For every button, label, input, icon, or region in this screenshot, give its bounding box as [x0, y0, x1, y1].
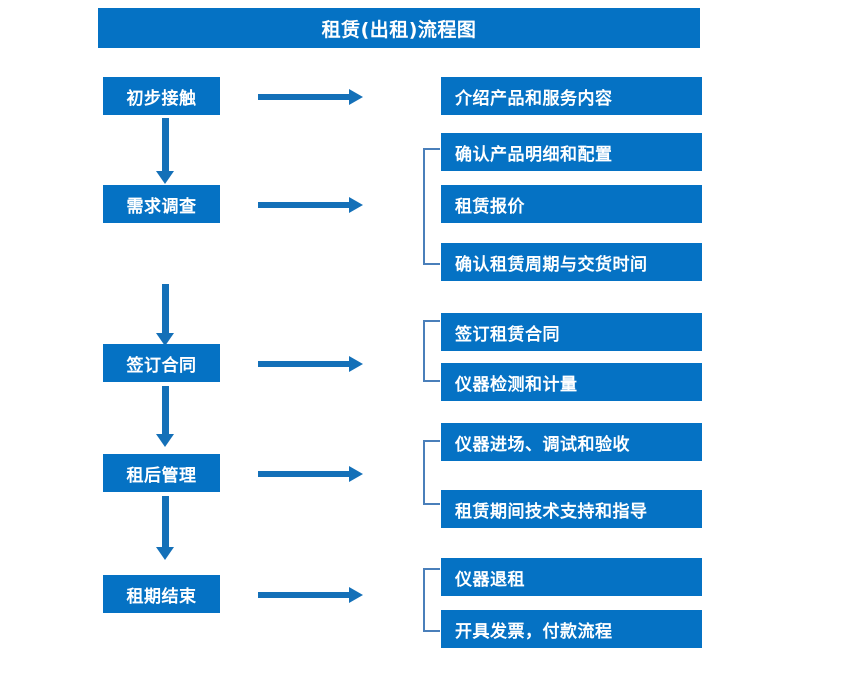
arrow-head	[156, 434, 174, 447]
stage-box-5[interactable]: 租期结束	[103, 575, 220, 613]
arrow-shaft	[258, 471, 350, 477]
arrow-head	[156, 333, 174, 346]
detail-box-2-3[interactable]: 确认租赁周期与交货时间	[441, 243, 702, 281]
detail-box-4-1[interactable]: 仪器进场、调试和验收	[441, 423, 702, 461]
arrow-down-1	[156, 118, 174, 184]
arrow-down-2	[156, 284, 174, 346]
arrow-down-4	[156, 496, 174, 560]
group-bracket-2	[423, 148, 440, 265]
detail-box-1-1[interactable]: 介绍产品和服务内容	[441, 77, 702, 115]
arrow-shaft	[162, 386, 169, 434]
detail-box-2-1[interactable]: 确认产品明细和配置	[441, 133, 702, 171]
detail-box-4-2[interactable]: 租赁期间技术支持和指导	[441, 490, 702, 528]
arrow-down-3	[156, 386, 174, 447]
group-bracket-5	[423, 568, 440, 632]
arrow-head	[349, 466, 363, 482]
arrow-shaft	[258, 94, 350, 100]
stage-box-4[interactable]: 租后管理	[103, 454, 220, 492]
arrow-right-2	[258, 196, 363, 214]
arrow-shaft	[258, 361, 350, 367]
arrow-shaft	[162, 496, 169, 547]
detail-box-3-2[interactable]: 仪器检测和计量	[441, 363, 702, 401]
arrow-head	[349, 587, 363, 603]
arrow-head	[156, 171, 174, 184]
arrow-head	[349, 356, 363, 372]
detail-box-5-2[interactable]: 开具发票，付款流程	[441, 610, 702, 648]
arrow-head	[349, 89, 363, 105]
arrow-shaft	[162, 284, 169, 333]
group-bracket-3	[423, 320, 440, 382]
stage-box-2[interactable]: 需求调查	[103, 185, 220, 223]
detail-box-5-1[interactable]: 仪器退租	[441, 558, 702, 596]
detail-box-3-1[interactable]: 签订租赁合同	[441, 313, 702, 351]
arrow-shaft	[162, 118, 169, 171]
stage-box-3[interactable]: 签订合同	[103, 344, 220, 382]
arrow-head	[156, 547, 174, 560]
arrow-head	[349, 197, 363, 213]
group-bracket-4	[423, 440, 440, 505]
detail-box-2-2[interactable]: 租赁报价	[441, 185, 702, 223]
stage-box-1[interactable]: 初步接触	[103, 77, 220, 115]
arrow-right-3	[258, 355, 363, 373]
arrow-shaft	[258, 592, 350, 598]
page-title: 租赁(出租)流程图	[98, 8, 700, 48]
arrow-right-4	[258, 465, 363, 483]
arrow-right-1	[258, 88, 363, 106]
arrow-shaft	[258, 202, 350, 208]
arrow-right-5	[258, 586, 363, 604]
